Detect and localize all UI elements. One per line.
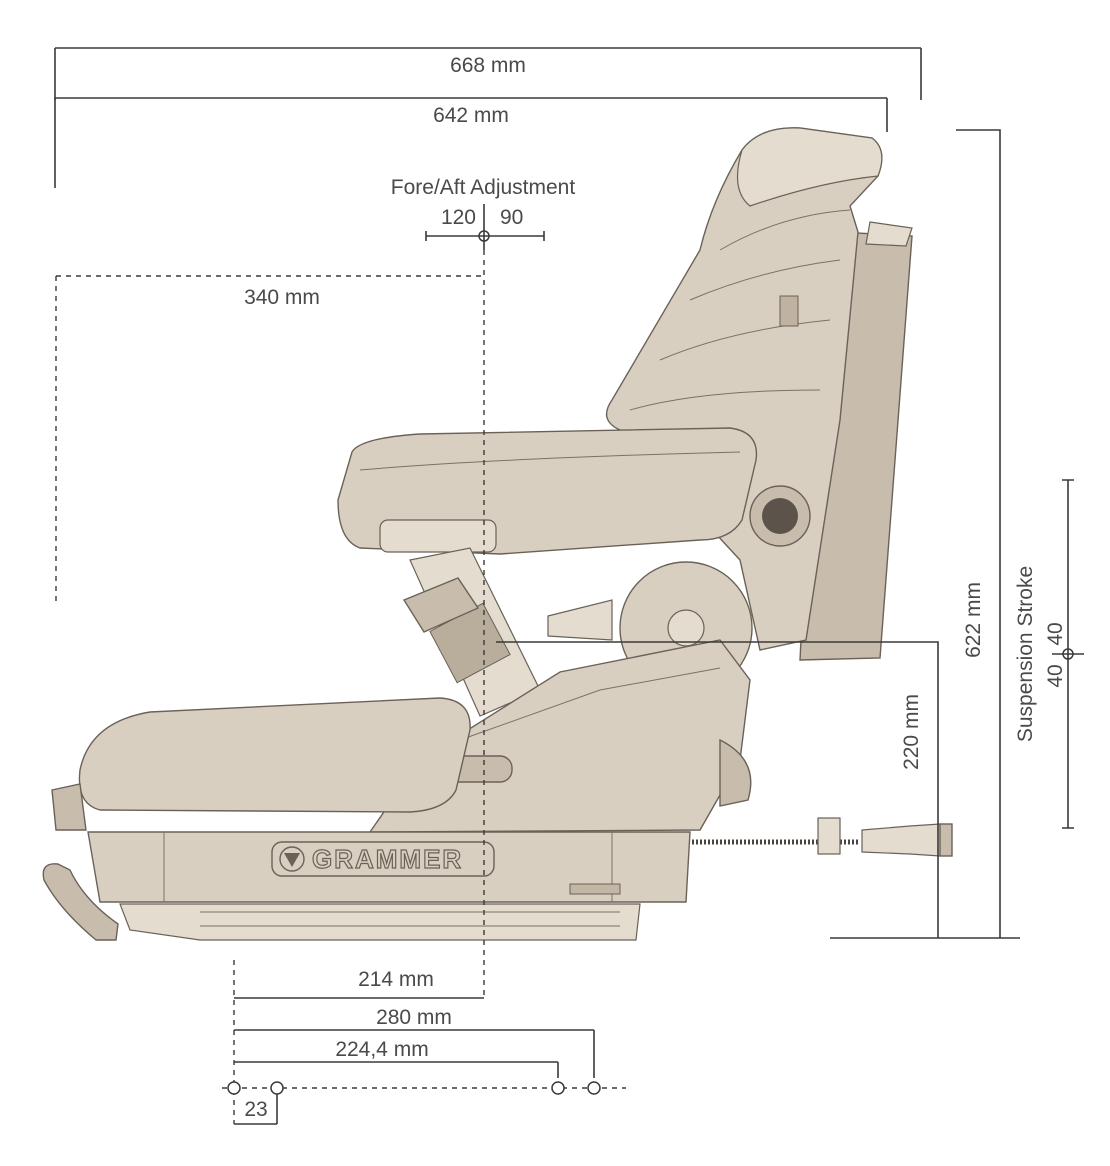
- dim-line-224: [234, 1061, 559, 1078]
- suspension-stroke-line: [1052, 479, 1084, 829]
- seat-cushion: [78, 697, 471, 813]
- dim-label-340: 340 mm: [244, 286, 320, 309]
- mount-hole-3: [551, 1081, 565, 1095]
- suspension-down: 40: [1044, 664, 1067, 687]
- mount-hole-2: [270, 1081, 284, 1095]
- headrest: [736, 127, 883, 207]
- suspension-reference-point: [1062, 648, 1074, 660]
- brand-name: GRAMMER: [312, 844, 463, 874]
- dim-line-280: [234, 1029, 595, 1078]
- suspension-title: Suspension Stroke: [1014, 566, 1037, 742]
- dim-label-224: 224,4 mm: [335, 1038, 428, 1061]
- hose-connector: [861, 823, 951, 857]
- suspension-base: [87, 831, 691, 903]
- fore-aft-reference-point: [478, 230, 490, 242]
- dim-line-23: [234, 1094, 278, 1125]
- dim-label-220: 220 mm: [900, 694, 923, 770]
- mount-hole-4: [587, 1081, 601, 1095]
- dim-line-220: [496, 641, 939, 938]
- fore-aft-marker: [425, 204, 545, 250]
- dim-label-642: 642 mm: [433, 104, 509, 127]
- backrest-bracket: [865, 221, 913, 247]
- suspension-up: 40: [1044, 622, 1067, 645]
- dim-label-622: 622 mm: [962, 582, 985, 658]
- dim-line-340: [55, 275, 484, 606]
- fore-aft-back: 90: [500, 206, 523, 229]
- brand-plate: [271, 841, 495, 877]
- front-lever: [42, 863, 119, 941]
- dim-line-668: [54, 47, 922, 100]
- dim-label-668: 668 mm: [450, 54, 526, 77]
- backrest-badge: [779, 295, 799, 327]
- fore-aft-forward: 120: [441, 206, 476, 229]
- dim-line-642: [54, 97, 888, 188]
- dim-line-622: [830, 129, 1020, 939]
- base-slot: [569, 883, 621, 895]
- dim-label-23: 23: [244, 1098, 267, 1121]
- hose-clip: [817, 817, 841, 855]
- armrest-handle: [379, 519, 497, 553]
- front-rail-end: [51, 783, 87, 831]
- dim-label-280: 280 mm: [376, 1006, 452, 1029]
- seat-illustration: GRAMMER: [42, 127, 953, 941]
- fore-aft-title: Fore/Aft Adjustment: [391, 176, 576, 199]
- mount-hole-1: [227, 1081, 241, 1095]
- slide-rail: [119, 903, 641, 941]
- dim-label-214: 214 mm: [358, 968, 434, 991]
